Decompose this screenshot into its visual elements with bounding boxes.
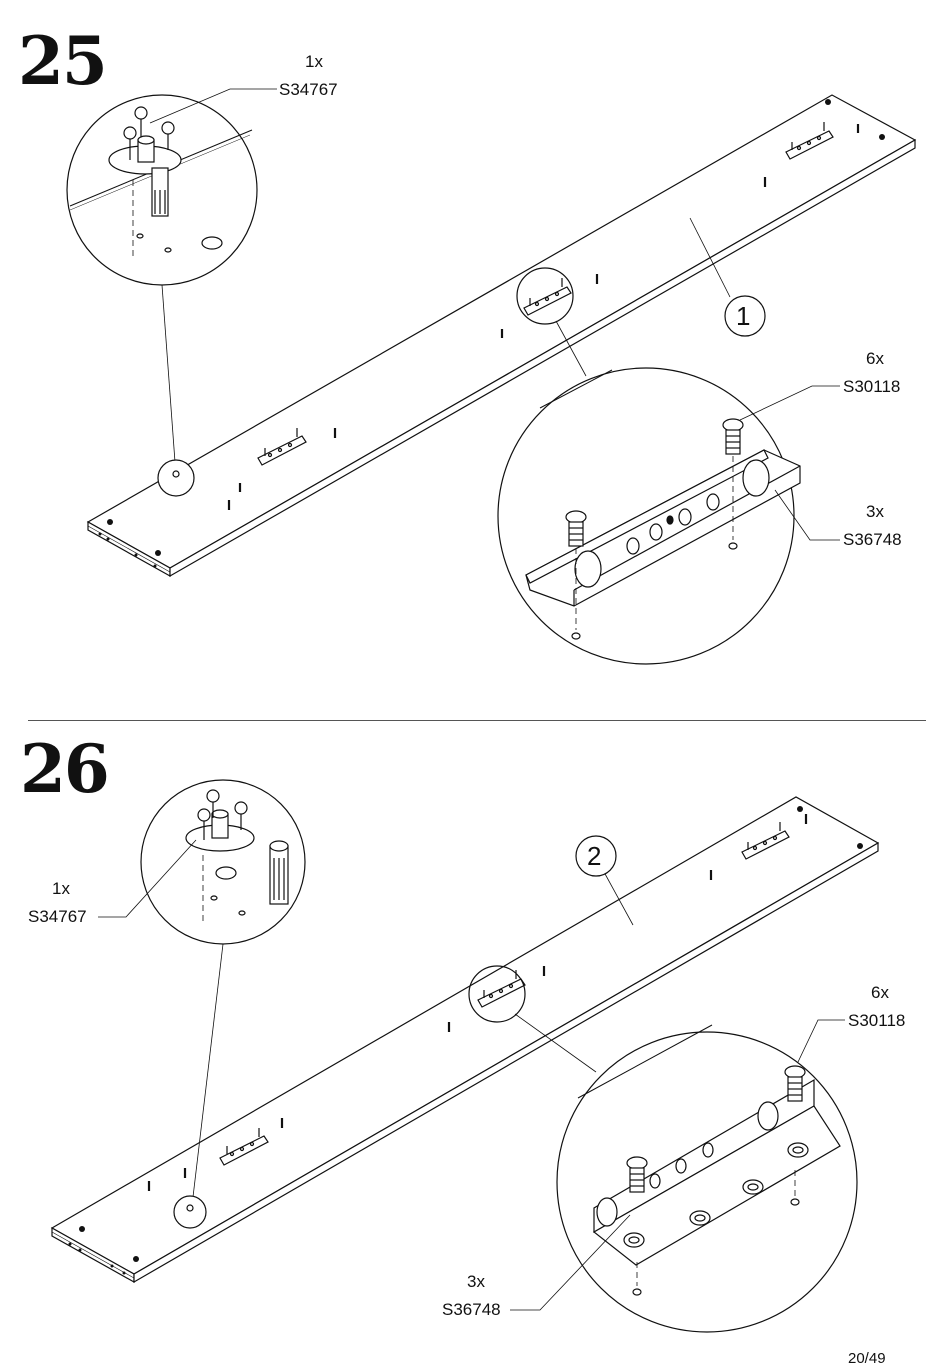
panel-2-board	[50, 796, 880, 1284]
step25-screw-part: S30118	[843, 377, 901, 396]
step25-screw-qty: 6x	[866, 349, 884, 368]
page-number: 20/49	[848, 1350, 886, 1367]
panel-marker-2-circle	[575, 835, 617, 877]
step25-dowel-qty: 1x	[305, 52, 323, 71]
magnifier-bracket-26	[556, 1024, 858, 1333]
step-number-26: 26	[20, 730, 110, 808]
step26-screw-qty: 6x	[871, 983, 889, 1002]
panel-2-bracket-mid	[477, 970, 526, 1008]
panel-2-bracket-left	[219, 1128, 269, 1166]
panel-marker-2: 2	[587, 841, 602, 871]
panel-marker-1-circle	[724, 295, 766, 337]
step26-bracket-part: S36748	[442, 1300, 501, 1319]
panel-marker-1: 1	[736, 301, 751, 331]
panel-2-bracket-right	[741, 822, 790, 860]
step26-dowel-part: S34767	[28, 907, 87, 926]
step25-bracket-part: S36748	[843, 530, 902, 549]
panel-1-bracket-right	[785, 122, 834, 160]
step26-dowel-qty: 1x	[52, 879, 70, 898]
panel-1-bracket-left	[257, 428, 307, 466]
step-number-25: 25	[18, 22, 108, 100]
magnifier-dowel-25	[66, 94, 258, 286]
step-divider	[28, 720, 926, 721]
magnifier-dowel-26	[140, 779, 306, 945]
step25-bracket-qty: 3x	[866, 502, 884, 521]
step26-screw-part: S30118	[848, 1011, 906, 1030]
step25-dowel-part: S34767	[279, 80, 338, 99]
step26-bracket-qty: 3x	[467, 1272, 485, 1291]
magnifier-bracket-25	[497, 367, 801, 665]
panel-1-bracket-mid	[523, 278, 572, 316]
